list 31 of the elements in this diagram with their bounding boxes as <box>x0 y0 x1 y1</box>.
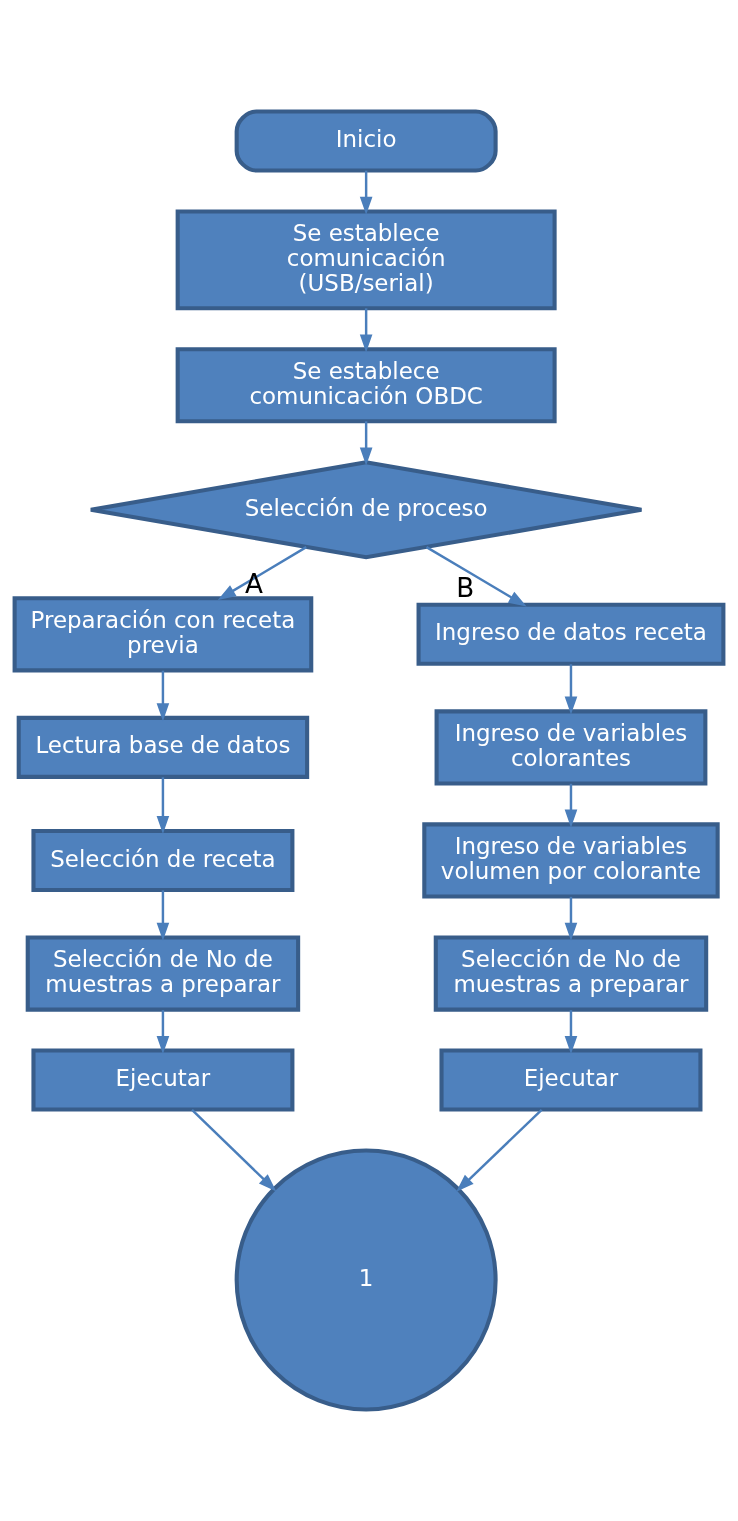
arrow <box>156 1010 170 1055</box>
arrow <box>359 170 373 215</box>
arrow <box>564 783 578 828</box>
node-box: Ejecutar <box>439 1048 703 1112</box>
node-circle: 1 <box>234 1148 498 1412</box>
node-box: Se establece comunicación OBDC <box>175 347 557 424</box>
arrow <box>564 896 578 941</box>
arrow <box>456 1108 543 1192</box>
arrow <box>191 1109 277 1192</box>
node-box: Preparación con receta previa <box>12 596 314 673</box>
node-box: Selección de No de muestras a preparar <box>25 935 301 1012</box>
arrow <box>156 777 170 834</box>
arrow <box>564 1010 578 1055</box>
node-box: Lectura base de datos <box>16 715 310 779</box>
node-box: Selección de No de muestras a preparar <box>433 935 709 1012</box>
node-box: Inicio <box>234 109 498 173</box>
arrow <box>425 546 527 607</box>
arrow <box>359 421 373 466</box>
arrow <box>156 890 170 941</box>
node-box: Selección de receta <box>31 828 295 892</box>
arrow <box>217 546 307 600</box>
node-diamond: Selección de proceso <box>88 460 644 560</box>
arrow <box>564 664 578 715</box>
node-box: Ejecutar <box>31 1048 295 1112</box>
node-box: Se establece comunicación (USB/serial) <box>175 209 557 311</box>
node-box: Ingreso de variables colorantes <box>434 709 708 786</box>
arrow <box>359 308 373 353</box>
arrow <box>156 670 170 722</box>
node-box: Ingreso de variables volumen por colorante <box>422 822 720 899</box>
node-box: Ingreso de datos receta <box>416 602 726 666</box>
edge-label: B <box>456 572 475 603</box>
